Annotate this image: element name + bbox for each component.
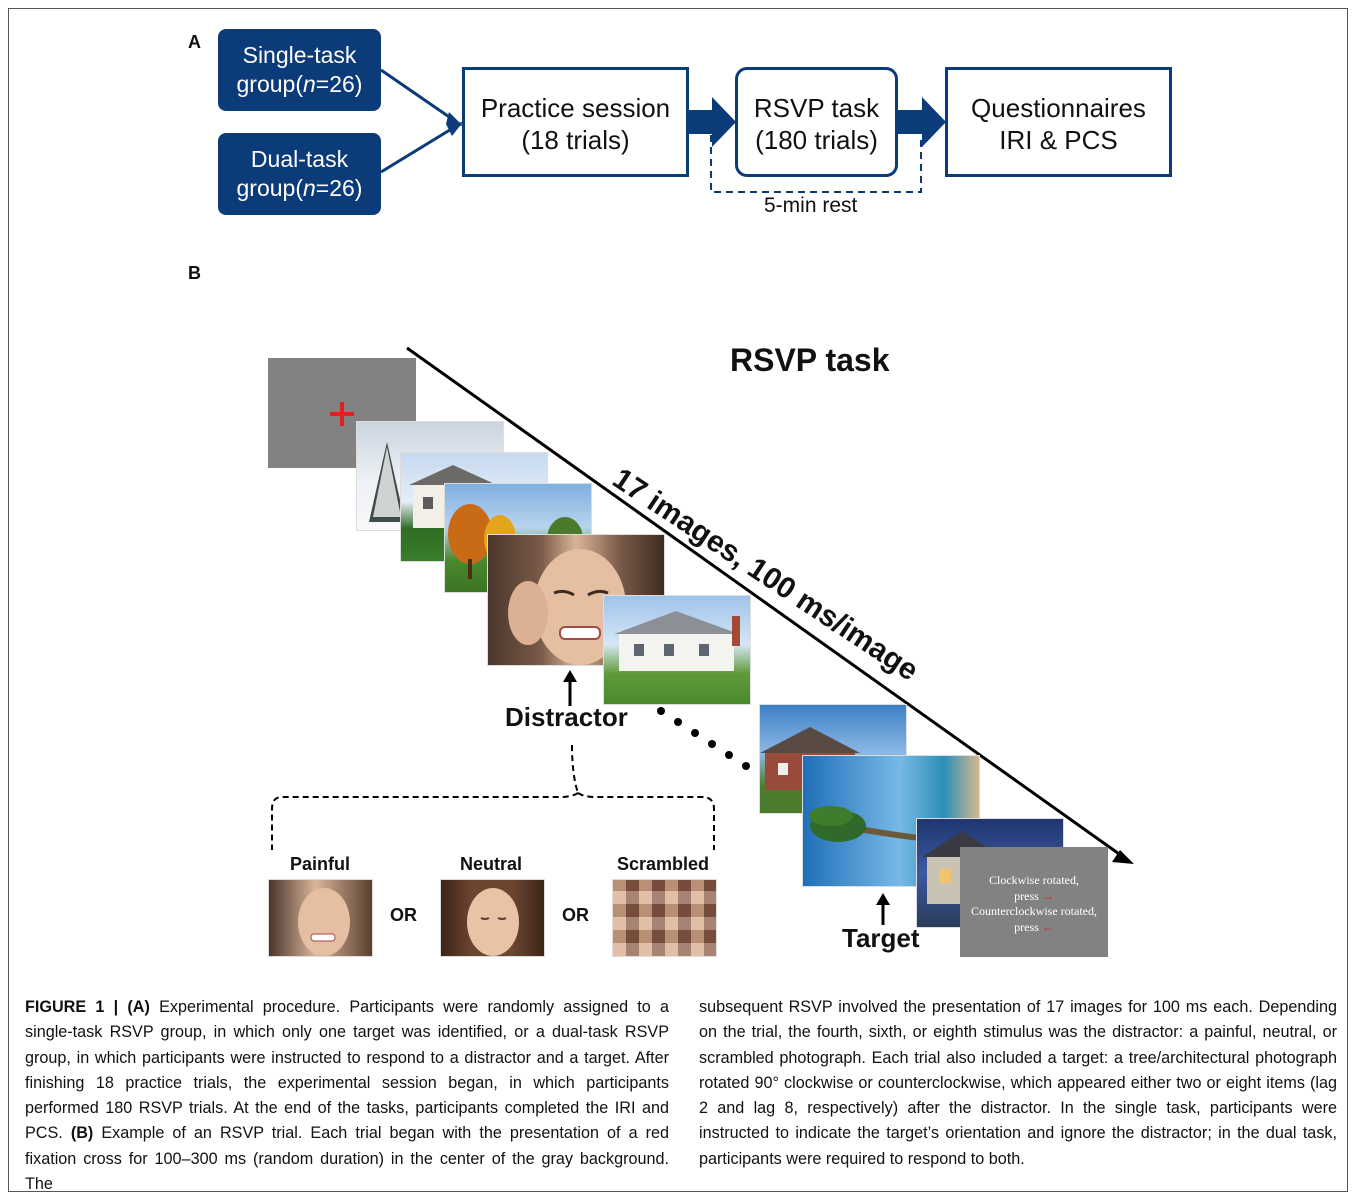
dual-group-line2: group(n=26)	[236, 175, 363, 201]
questionnaires-line2: IRI & PCS	[999, 125, 1118, 155]
caption-figure-label: FIGURE 1 |	[25, 998, 119, 1016]
dual-group-line1: Dual-task	[250, 146, 349, 172]
single-to-practice-arrow	[380, 68, 459, 125]
caption-b-text: Example of an RSVP trial. Each trial beg…	[25, 1124, 670, 1194]
rsvp-title: RSVP task	[730, 342, 890, 378]
distractor-label: Distractor	[505, 702, 628, 732]
dual-to-practice-arrow	[380, 123, 459, 174]
distractor-up-arrow	[563, 670, 577, 706]
practice-to-rsvp-arrow	[689, 97, 736, 147]
house-photo-2	[603, 595, 751, 705]
single-group-line2: group(n=26)	[236, 71, 363, 97]
rsvp-to-questionnaires-arrow	[898, 97, 946, 147]
rest-label: 5-min rest	[764, 194, 858, 217]
distractor-options-bracket	[271, 745, 715, 850]
ellipsis-dots	[657, 707, 750, 770]
single-group-line1: Single-task	[242, 42, 357, 68]
left-arrow-icon: ←	[1041, 919, 1054, 934]
time-axis	[406, 346, 1134, 864]
response-line2: press →	[1014, 888, 1054, 903]
target-label: Target	[842, 923, 920, 953]
response-screen: Clockwise rotated, press → Counterclockw…	[960, 847, 1108, 957]
scrambled-label: Scrambled	[617, 854, 710, 874]
right-arrow-icon: →	[1041, 888, 1054, 903]
or-label-1: OR	[390, 905, 417, 925]
fixation-cross-v	[340, 402, 344, 426]
dual-task-group-box: Dual-task group(n=26)	[218, 133, 381, 215]
response-line1: Clockwise rotated,	[989, 873, 1079, 887]
response-line3: Counterclockwise rotated,	[971, 904, 1097, 918]
time-arrow-line	[406, 346, 1123, 858]
neutral-face-thumbnail	[440, 879, 545, 957]
practice-session-box: Practice session (18 trials)	[462, 67, 689, 177]
caption-right-column: subsequent RSVP involved the presentatio…	[699, 998, 1337, 1168]
rest-dashed-bracket	[710, 135, 922, 193]
panel-a-letter: A	[188, 32, 201, 52]
single-task-group-box: Single-task group(n=26)	[218, 29, 381, 111]
caption-left-column: FIGURE 1 | (A) Experimental procedure. P…	[25, 995, 669, 1197]
practice-line2: (18 trials)	[521, 125, 630, 155]
painful-face-thumbnail	[268, 879, 373, 957]
rsvp-task-box: RSVP task (180 trials)	[735, 67, 898, 177]
arrowhead-2	[446, 122, 463, 136]
caption-a-tag: (A)	[127, 998, 150, 1016]
questionnaires-box: Questionnaires IRI & PCS	[945, 67, 1172, 177]
figure-frame	[8, 8, 1348, 1192]
scrambled-face-thumbnail	[612, 879, 717, 957]
caption-b-tag: (B)	[70, 1124, 94, 1143]
panel-a-arrows	[380, 68, 946, 193]
response-line4: press ←	[1014, 919, 1054, 934]
practice-line1: Practice session	[480, 93, 671, 123]
questionnaires-line1: Questionnaires	[971, 93, 1146, 123]
rsvp-line2: (180 trials)	[755, 125, 878, 155]
caption-a-text: Experimental procedure. Participants wer…	[25, 998, 670, 1143]
neutral-label: Neutral	[460, 854, 523, 874]
time-arrowhead	[1112, 850, 1134, 864]
painful-label: Painful	[290, 854, 351, 874]
rsvp-line1: RSVP task	[753, 93, 880, 123]
panel-b-letter: B	[188, 263, 201, 283]
or-label-2: OR	[562, 905, 589, 925]
target-up-arrow	[876, 893, 890, 925]
